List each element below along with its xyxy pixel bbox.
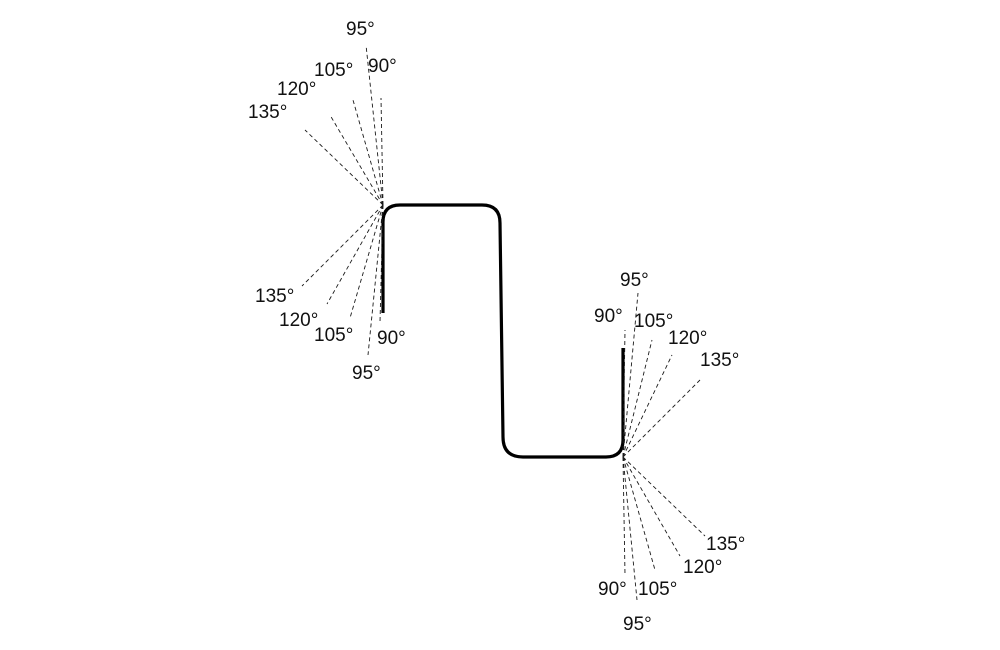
angle-label: 135° (700, 350, 739, 371)
angle-label: 105° (314, 325, 353, 346)
ray-135 (301, 204, 384, 287)
ray-135 (622, 379, 701, 458)
angle-label: 95° (623, 614, 652, 635)
ray-105 (349, 204, 384, 319)
angle-label: 120° (279, 310, 318, 331)
ray-90 (380, 97, 384, 206)
ray-95 (622, 456, 638, 601)
angle-label: 120° (683, 557, 722, 578)
ray-90 (379, 204, 384, 323)
ray-105 (622, 456, 656, 571)
angle-label: 95° (352, 363, 381, 384)
fan-bottom-right-upper: 95° 90° 105° 120° 135° (594, 270, 739, 458)
ray-120 (622, 354, 673, 458)
angle-label: 105° (314, 60, 353, 81)
angle-label: 90° (368, 56, 397, 77)
fan-top-left-upper: 95° 90° 105° 120° 135° (248, 19, 397, 206)
angle-label: 95° (346, 19, 375, 40)
ray-135 (622, 456, 706, 537)
ray-120 (622, 456, 681, 557)
angle-label: 95° (620, 270, 649, 291)
ray-90 (622, 329, 626, 458)
z-profile-line (381, 203, 625, 459)
angle-label: 90° (594, 306, 623, 327)
ray-95 (365, 44, 384, 206)
angle-label: 120° (277, 79, 316, 100)
angle-label: 105° (634, 311, 673, 332)
ray-120 (326, 204, 384, 305)
ray-90 (622, 456, 626, 576)
fan-bottom-right-lower: 135° 120° 90° 105° 95° (598, 456, 745, 635)
ray-135 (304, 129, 384, 206)
angle-label: 90° (377, 328, 406, 349)
angle-label: 105° (638, 579, 677, 600)
fan-top-left-lower: 135° 120° 105° 90° 95° (255, 204, 406, 384)
angle-label: 135° (255, 286, 294, 307)
ray-105 (352, 99, 384, 206)
angle-label: 135° (248, 102, 287, 123)
angle-label: 135° (706, 534, 745, 555)
ray-105 (622, 339, 653, 458)
angle-label: 90° (598, 579, 627, 600)
ray-120 (329, 114, 384, 206)
angle-label: 120° (668, 328, 707, 349)
